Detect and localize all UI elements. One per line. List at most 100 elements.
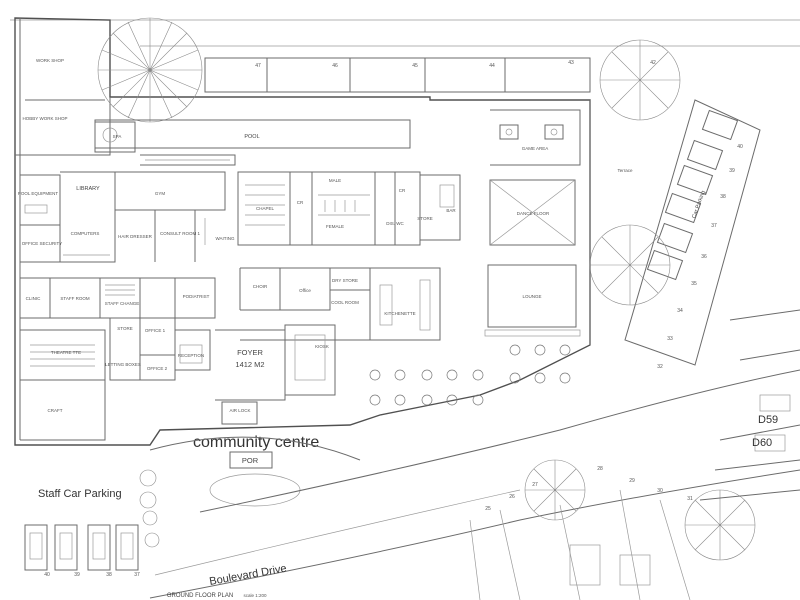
- label-hobby-workshop: HOBBY WORK SHOP: [23, 116, 68, 121]
- lot-num-46: 46: [332, 63, 338, 69]
- label-staff-change: STAFF CHANGE: [105, 301, 139, 306]
- bottom-lots: [469, 489, 691, 600]
- label-dis-wc: DIS. WC: [386, 221, 404, 226]
- porte-cochere: [149, 436, 361, 507]
- lot-bottom-31: 31: [687, 496, 693, 502]
- office-block: [109, 318, 211, 381]
- label-theatrette: THEATRE TTE: [51, 350, 81, 355]
- label-hairdresser: HAIR DRESSER: [118, 234, 153, 239]
- lot-right-33: 33: [667, 336, 673, 342]
- foyer-block: [215, 324, 336, 401]
- lot-right-40: 40: [737, 144, 743, 150]
- left-rooms: [20, 174, 61, 263]
- label-terrace: Terrace: [617, 168, 633, 173]
- label-lounge: LOUNGE: [522, 294, 541, 299]
- cafe-tables: [369, 344, 571, 406]
- lot-bottom-26: 26: [509, 494, 515, 500]
- label-foyer-area: 1412 M2: [235, 360, 264, 369]
- lot-label-d59: D59: [758, 414, 778, 426]
- label-consult: CONSULT ROOM 1: [160, 231, 201, 236]
- lot-bottom-29: 29: [629, 478, 635, 484]
- staff-bay-num-4: 37: [134, 572, 140, 578]
- label-cr-2: CR: [399, 188, 406, 193]
- airlock: [221, 401, 258, 425]
- label-workshop: WORK SHOP: [36, 58, 64, 63]
- label-game-area: GAME AREA: [522, 146, 549, 151]
- label-street: Boulevard Drive: [208, 563, 287, 588]
- lot-label-d60: D60: [752, 437, 772, 449]
- label-gym: GYM: [155, 191, 166, 196]
- tree-bottom-1: [524, 459, 586, 521]
- tree-right-2: [589, 224, 671, 306]
- label-waiting: WAITING: [215, 236, 235, 241]
- service-rooms: [19, 277, 216, 319]
- label-cr-1: CR: [297, 200, 304, 205]
- label-computers: COMPUTERS: [71, 231, 100, 236]
- label-office-security: OFFICE SECURITY: [22, 241, 63, 246]
- label-kitchenette: KITCHENETTE: [384, 311, 415, 316]
- lot-num-42: 42: [650, 60, 656, 66]
- lot-right-35: 35: [691, 281, 697, 287]
- label-letting-boxes: LETTING BOXES: [105, 362, 141, 367]
- label-store: STORE: [417, 216, 432, 221]
- label-library: LIBRARY: [76, 186, 100, 192]
- lot-right-39: 39: [729, 168, 735, 174]
- game-dance: [489, 109, 581, 246]
- lot-right-34: 34: [677, 308, 683, 314]
- label-office-1: OFFICE 1: [145, 328, 166, 333]
- label-store-2: STORE: [117, 326, 132, 331]
- label-dry-store: DRY STORE: [332, 278, 358, 283]
- lot-bottom-30: 30: [657, 488, 663, 494]
- label-reception: RECEPTION: [178, 353, 204, 358]
- label-female: FEMALE: [326, 224, 344, 229]
- shrub-row: [139, 469, 160, 548]
- label-pool: POOL: [244, 134, 259, 140]
- label-chapel: CHAPEL: [256, 206, 275, 211]
- label-spa: SPA: [113, 134, 122, 139]
- lot-num-44: 44: [489, 63, 495, 69]
- label-staff-parking: Staff Car Parking: [38, 488, 122, 500]
- lot-num-43: 43: [568, 60, 574, 66]
- footer-plan-title: GROUND FLOOR PLAN: [167, 593, 233, 599]
- chapel-toilets: [237, 171, 421, 246]
- label-cool-room: COOL ROOM: [331, 300, 359, 305]
- lot-right-37: 37: [711, 223, 717, 229]
- label-dance-floor: DANCE FLOOR: [517, 211, 550, 216]
- staff-bay-num-3: 38: [106, 572, 112, 578]
- tree-bottom-2: [684, 489, 756, 561]
- label-office-2: OFFICE 2: [147, 366, 168, 371]
- label-clinic: CLINIC: [26, 296, 42, 301]
- label-foyer: FOYER: [237, 348, 263, 357]
- staff-bay-num-1: 40: [44, 572, 50, 578]
- label-male: MALE: [329, 178, 341, 183]
- label-podiatrist: PODIATRIST: [183, 294, 210, 299]
- lot-bottom-27: 27: [532, 482, 538, 488]
- label-office: Office: [299, 288, 311, 293]
- road: [149, 369, 800, 599]
- staff-bays: [24, 524, 139, 571]
- label-pool-equipment: POOL EQUIPMENT: [18, 191, 59, 196]
- lot-right-32: 32: [657, 364, 663, 370]
- top-lots: [10, 19, 800, 93]
- label-por: POR: [242, 456, 259, 465]
- lounge-block: [484, 264, 581, 337]
- label-side-parking: Car Parking: [691, 190, 707, 219]
- side-parking: [624, 99, 761, 366]
- pool-area: [94, 119, 411, 166]
- tree-canopy: [97, 17, 203, 123]
- label-choir: CHOIR: [253, 284, 268, 289]
- lot-bottom-25: 25: [485, 506, 491, 512]
- label-kiosk: KIOSK: [315, 344, 329, 349]
- lot-num-47: 47: [255, 63, 261, 69]
- kitchen-block: [239, 267, 441, 341]
- label-airlock: AIR LOCK: [229, 408, 250, 413]
- footer-scale: scale 1:200: [243, 593, 267, 598]
- title-community-centre: community centre: [193, 434, 319, 451]
- staff-bay-num-2: 39: [74, 572, 80, 578]
- lot-num-45: 45: [412, 63, 418, 69]
- label-staff-room: STAFF ROOM: [60, 296, 89, 301]
- bar-area: [420, 174, 461, 241]
- lot-bottom-28: 28: [597, 466, 603, 472]
- theatre-craft: [20, 329, 106, 441]
